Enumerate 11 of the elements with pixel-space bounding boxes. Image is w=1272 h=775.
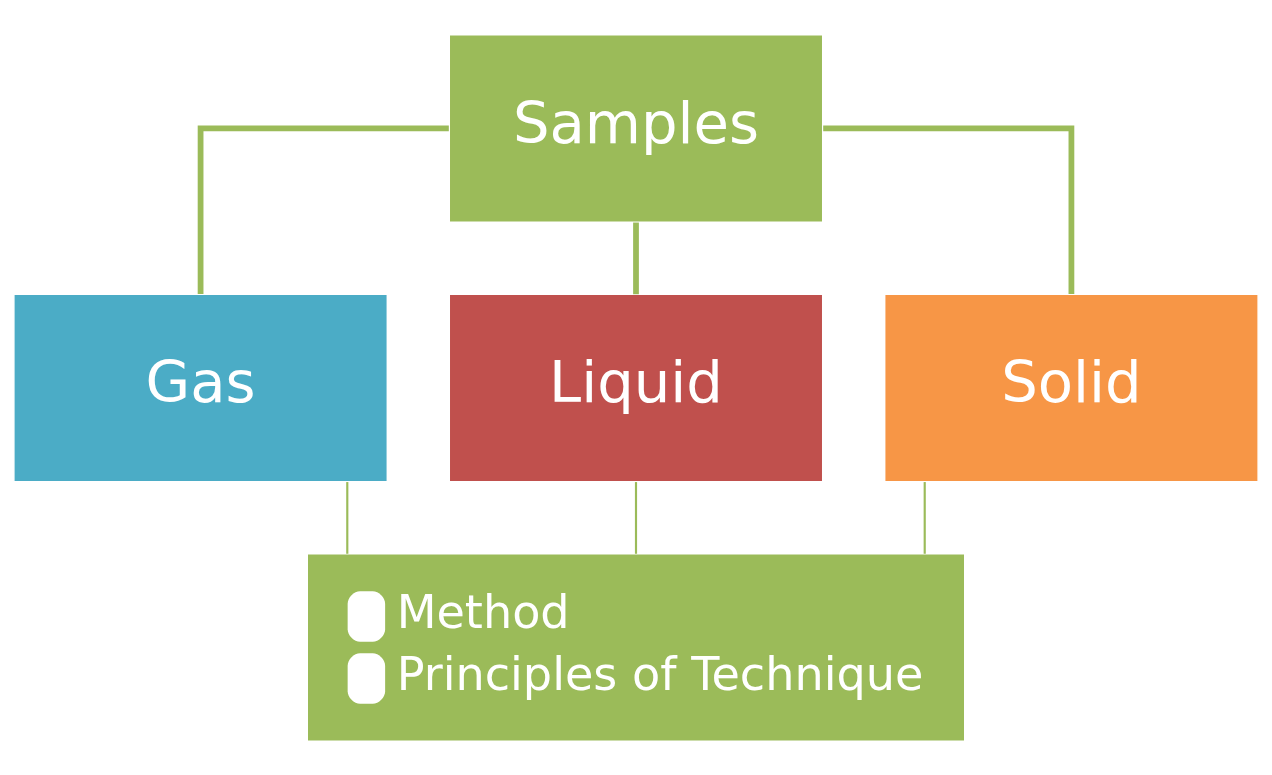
- connector: [197, 125, 449, 294]
- node-box: Liquid: [448, 293, 824, 482]
- connector: [634, 481, 638, 554]
- node-box: Gas: [13, 293, 389, 482]
- connector: [823, 125, 1075, 294]
- connector: [923, 481, 926, 554]
- node-box: Samples: [448, 33, 824, 223]
- connector: [346, 481, 349, 554]
- connector: [633, 222, 639, 294]
- node-box: Solid: [884, 293, 1259, 482]
- node-box: Method Principles of Technique: [306, 552, 966, 742]
